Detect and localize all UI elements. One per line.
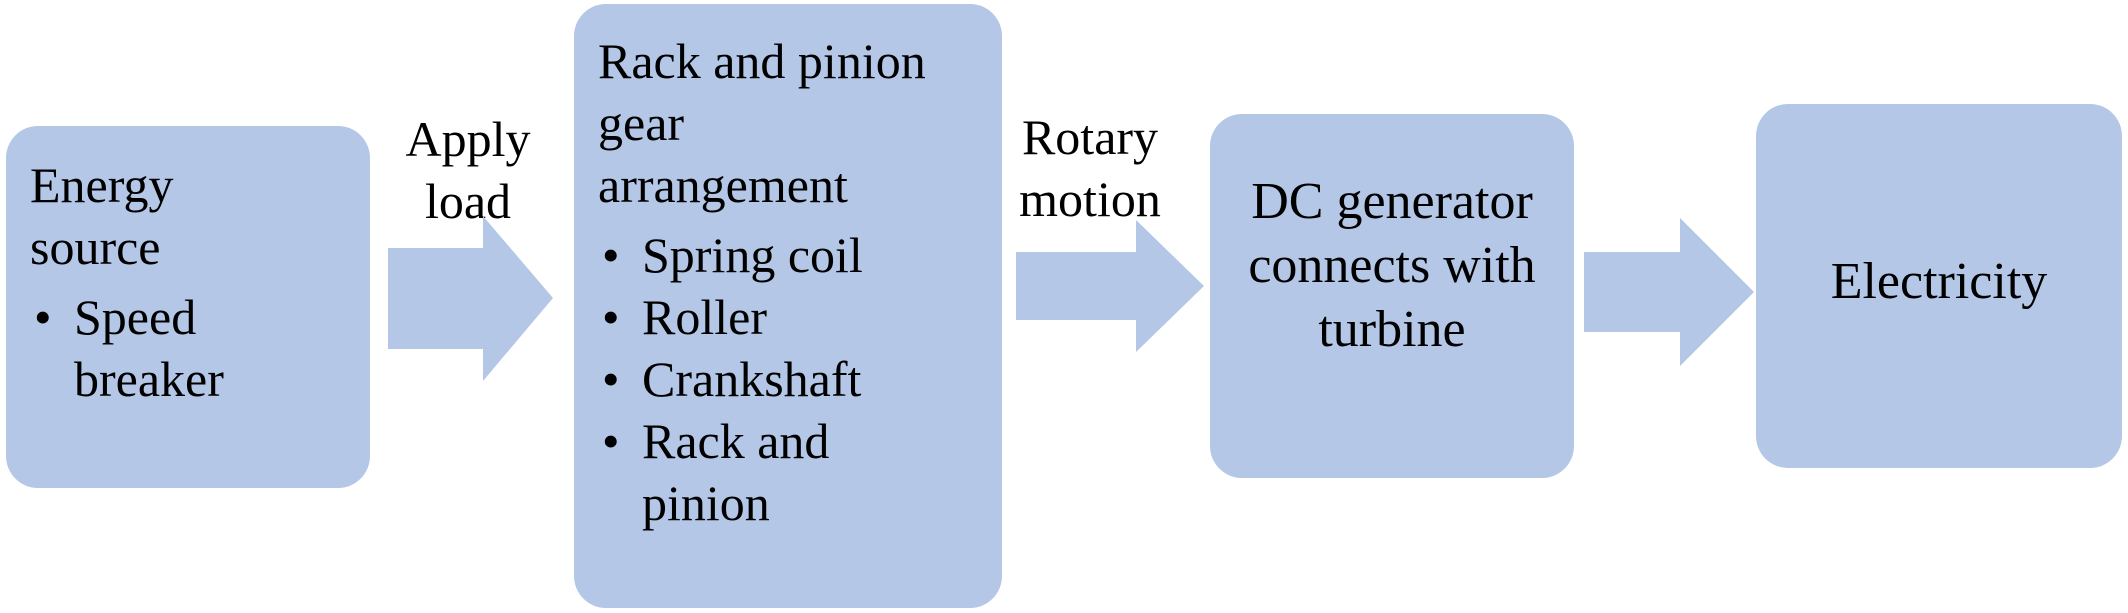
rack-pinion-list: Spring coil Roller Crankshaft Rack and p… [598, 224, 978, 534]
dc-generator-box: DC generator connects with turbine [1210, 114, 1574, 478]
arrow-to-electricity [1584, 218, 1754, 366]
rack-bullet-spring-coil: Spring coil [598, 224, 978, 286]
rotary-motion-label: Rotary motion [1019, 109, 1161, 227]
energy-source-title: Energy source [30, 157, 174, 275]
rack-bullet-crankshaft: Crankshaft [598, 348, 978, 410]
rack-bullet-roller: Roller [598, 286, 978, 348]
energy-source-box: Energy source Speed breaker [6, 126, 370, 488]
energy-bullet-speed-breaker: Speed breaker [30, 286, 304, 410]
rack-pinion-title: Rack and pinion gear arrangement [598, 33, 926, 213]
apply-load-label: Apply load [405, 111, 531, 229]
electricity-box: Electricity [1756, 104, 2122, 468]
arrow-rotary-motion [1016, 220, 1204, 352]
dc-generator-title: DC generator connects with turbine [1248, 173, 1536, 358]
rack-pinion-box: Rack and pinion gear arrangement Spring … [574, 4, 1002, 608]
energy-source-list: Speed breaker [30, 286, 346, 410]
arrow-apply-load [388, 216, 553, 381]
electricity-title: Electricity [1830, 253, 2048, 310]
rack-bullet-rack-and-pinion: Rack and pinion [598, 410, 872, 534]
